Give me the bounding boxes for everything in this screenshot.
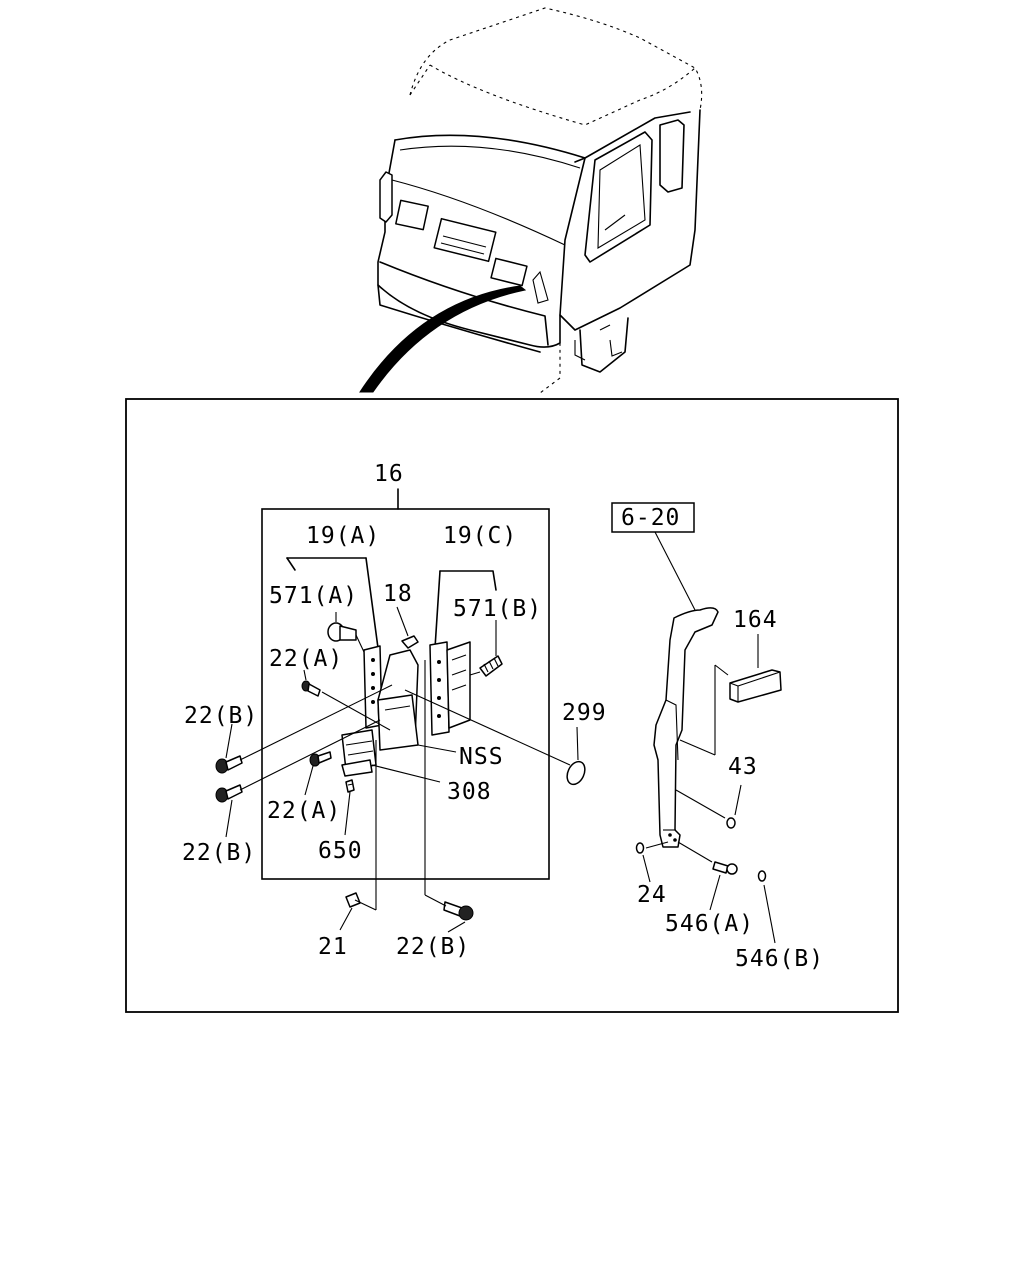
label-299: 299 — [562, 700, 607, 726]
bolt-571a — [327, 622, 365, 653]
callout-labels: 16 19(A) 19(C) 18 571(A) 571(B) 22(A) 22… — [182, 461, 824, 972]
leader-lines — [225, 606, 579, 933]
label-19a: 19(A) — [306, 523, 380, 549]
label-18: 18 — [383, 581, 413, 607]
reference-box-label: 6-20 — [621, 505, 680, 531]
lamp-housing — [341, 649, 419, 777]
label-43: 43 — [728, 754, 758, 780]
detail-frame — [125, 398, 899, 1013]
label-571b: 571(B) — [453, 596, 542, 622]
screw-22a-top — [301, 680, 321, 697]
clip-18 — [401, 635, 419, 649]
label-21: 21 — [318, 934, 348, 960]
label-22b-under: 22(B) — [396, 934, 470, 960]
truck-cab-illustration — [359, 7, 703, 394]
label-571a: 571(A) — [269, 583, 358, 609]
label-22b-top: 22(B) — [184, 703, 258, 729]
seal-299 — [566, 760, 586, 786]
label-22b-bottom-left: 22(B) — [182, 840, 256, 866]
label-16: 16 — [374, 461, 404, 487]
screw-22b-lower — [215, 784, 243, 803]
screw-22b-bottom — [443, 901, 474, 921]
bracket-19c — [429, 570, 497, 736]
bracket-19a — [286, 557, 383, 729]
label-24: 24 — [637, 882, 667, 908]
label-164: 164 — [733, 607, 778, 633]
bolt-571b — [469, 655, 503, 677]
label-546b: 546(B) — [735, 946, 824, 972]
label-19c: 19(C) — [443, 523, 517, 549]
nut-21 — [345, 892, 361, 908]
screw-22b-upper — [215, 755, 243, 774]
label-22a-top: 22(A) — [269, 646, 343, 672]
side-panel-assembly — [611, 502, 782, 944]
subassembly-box — [261, 508, 550, 880]
label-308: 308 — [447, 779, 492, 805]
label-650: 650 — [318, 838, 363, 864]
label-22a-bottom: 22(A) — [267, 798, 341, 824]
label-546a: 546(A) — [665, 911, 754, 937]
bulb-650 — [345, 779, 355, 793]
label-nss: NSS — [459, 744, 504, 770]
screw-22a-bottom — [309, 751, 332, 767]
